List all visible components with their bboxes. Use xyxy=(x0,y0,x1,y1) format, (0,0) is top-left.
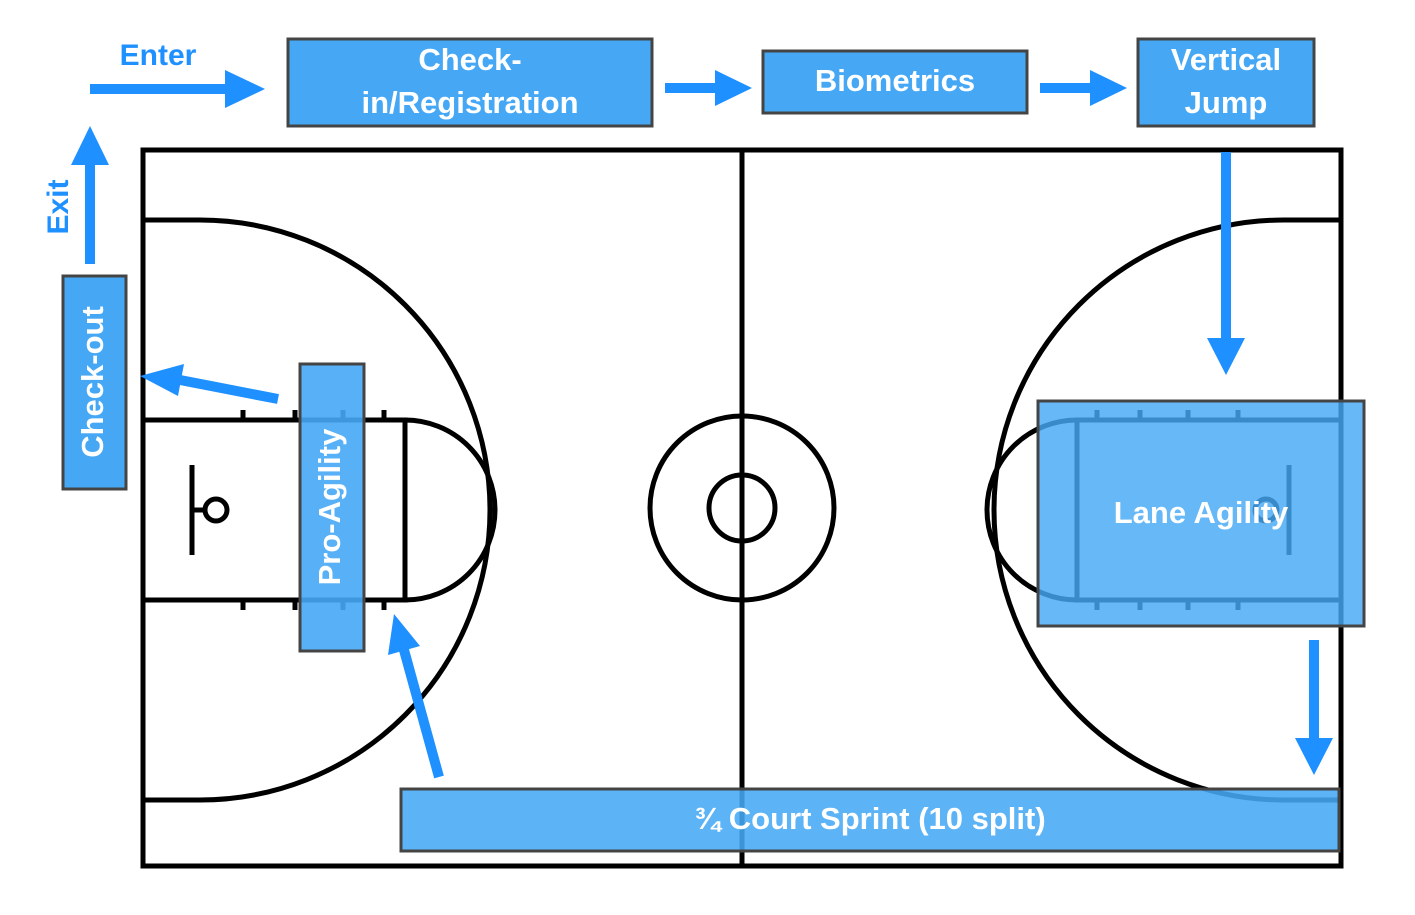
checkin-label-line2: in/Registration xyxy=(361,85,578,120)
flow-arrows xyxy=(71,70,1333,779)
arrow-pro-agility-to-checkout xyxy=(140,364,279,404)
pro-agility-station: Pro-Agility xyxy=(298,362,366,653)
sprint-label: ¾ Court Sprint (10 split) xyxy=(694,801,1045,836)
lane-agility-label: Lane Agility xyxy=(1114,495,1289,530)
station-boxes: Check- in/Registration Biometrics Vertic… xyxy=(61,37,1366,853)
checkout-label: Check-out xyxy=(75,306,110,458)
left-key xyxy=(143,417,408,603)
enter-label: Enter xyxy=(120,39,197,72)
checkin-label-line1: Check- xyxy=(418,42,521,77)
left-rim xyxy=(202,496,230,524)
vertical-label-line2: Jump xyxy=(1185,85,1268,120)
right-three-point-arc xyxy=(991,217,1341,803)
arrow-sprint-to-pro-agility xyxy=(388,614,444,779)
enter-arrow xyxy=(90,70,265,108)
arrow-vertical-to-lane-agility xyxy=(1207,152,1245,375)
center-circle-outer xyxy=(647,413,837,603)
vertical-jump-station: Vertical Jump xyxy=(1136,37,1316,128)
center-circle-inner xyxy=(706,472,778,544)
left-free-throw-arc xyxy=(404,417,498,603)
arrow-biometrics-to-vertical xyxy=(1040,70,1127,106)
arrow-checkin-to-biometrics xyxy=(665,70,752,106)
vertical-label-line1: Vertical xyxy=(1171,42,1281,77)
exit-label: Exit xyxy=(42,179,75,234)
sprint-station: ¾ Court Sprint (10 split) xyxy=(399,787,1341,853)
arrow-lane-agility-to-sprint xyxy=(1295,640,1333,775)
checkin-station: Check- in/Registration xyxy=(286,37,654,128)
biometrics-label: Biometrics xyxy=(815,63,975,98)
pro-agility-label: Pro-Agility xyxy=(312,428,347,585)
exit-arrow xyxy=(71,126,109,264)
left-three-point-arc xyxy=(143,217,493,803)
biometrics-station: Biometrics xyxy=(761,49,1029,115)
checkout-station: Check-out xyxy=(61,274,128,491)
lane-agility-station: Lane Agility xyxy=(1036,399,1366,628)
